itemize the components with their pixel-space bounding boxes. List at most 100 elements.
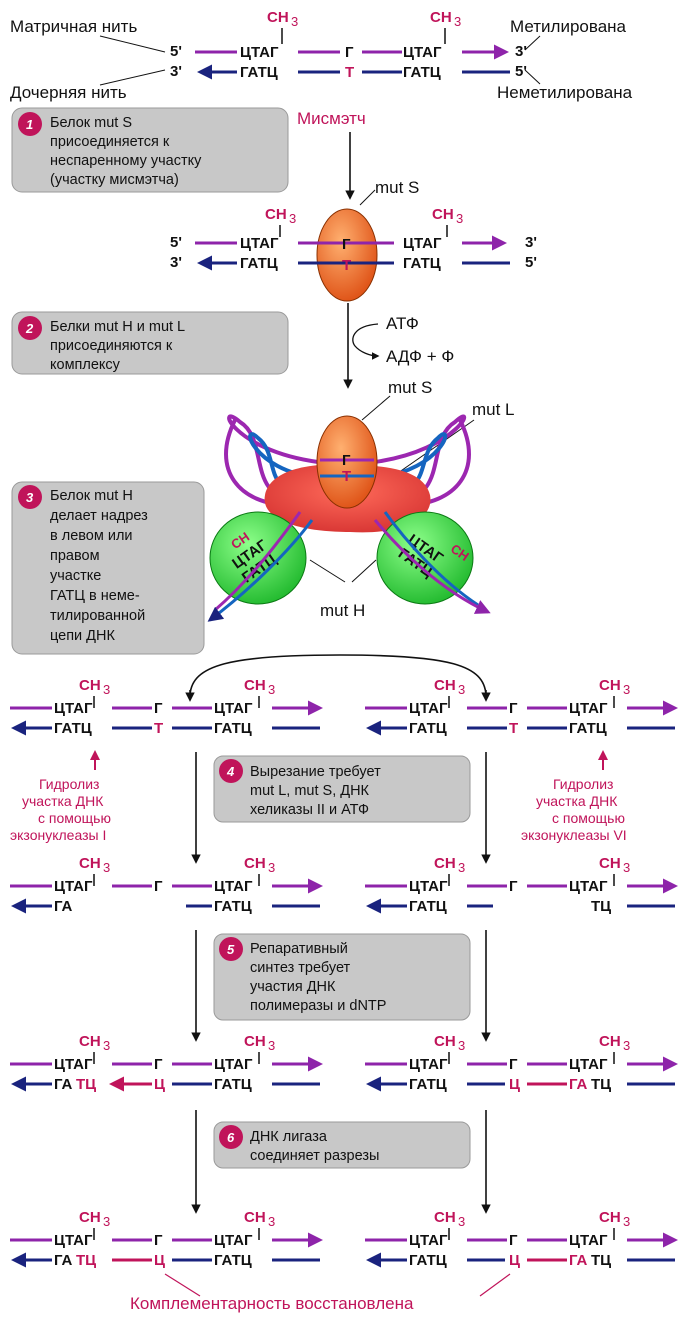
step-number: 4 [226,764,235,779]
five-prime-end: 5' [170,234,182,251]
ch3-label: CH [434,1209,456,1226]
mutH-label: mut H [320,601,365,620]
seq-tc-new: ТЦ [76,1252,96,1269]
ch3-label: CH [434,677,456,694]
three-prime-end: 3' [170,254,182,271]
methyl-group: CH 3 [265,206,296,237]
base-g: Г [509,1056,518,1073]
base-g: Г [154,700,163,717]
unmethylated-label: Неметилирована [497,83,633,102]
methyl-group: CH 3 [267,9,298,44]
atp-arrow: АТФ АДФ + Ф [343,303,454,389]
daughter-strand-label: Дочерняя нить [10,83,127,102]
ch3-subscript: 3 [291,14,298,29]
methylated-label: Метилирована [510,17,627,36]
three-prime-end: 3' [170,63,182,80]
seq-ctag: ЦТАГ [214,1056,253,1073]
step-line: присоединяются к [50,338,173,354]
step-number: 6 [227,1130,235,1145]
seq-gatc: ГАТЦ [214,720,252,737]
step-line: Вырезание требует [250,764,381,780]
step-line: присоединяется к [50,134,170,150]
repaired-base-c: Ц [154,1252,165,1269]
seq-gatc: ГАТЦ [240,64,278,81]
ch3-subscript: 3 [458,1038,465,1053]
step-line: участке [50,568,101,584]
step-line: хеликазы II и АТФ [250,802,369,818]
ch3-subscript: 3 [103,1038,110,1053]
ch3-label: CH [79,677,101,694]
ch3-label: CH [265,206,287,223]
mutS-label: mut S [375,178,419,197]
restored-label: Комплементарность восстановлена [130,1294,414,1313]
step-line: участия ДНК [250,979,336,995]
seq-gatc: ГАТЦ [403,255,441,272]
step-line: ГАТЦ в неме- [50,588,140,604]
mutL-label: mut L [472,400,515,419]
ch3-label: CH [244,677,266,694]
pointer-line [99,69,166,86]
step-line: делает надрез [50,508,148,524]
ch3-subscript: 3 [458,682,465,697]
ch3-label: CH [430,9,452,26]
step-line: синтез требует [250,960,351,976]
seq-gatc: ГАТЦ [409,720,447,737]
ch3-subscript: 3 [458,1214,465,1229]
seq-ga-new: ГА [569,1252,588,1269]
step-line: неспаренному участку [50,153,202,169]
ch3-subscript: 3 [458,860,465,875]
step-number: 5 [227,942,235,957]
split-brace [189,654,487,696]
base-g: Г [154,878,163,895]
step-1-box: 1 Белок mut S присоединяется к неспаренн… [11,107,289,193]
step-line: ДНК лигаза [250,1129,328,1145]
seq-gatc: ГАТЦ [214,1076,252,1093]
step-line: Белки mut H и mut L [50,319,185,335]
base-g: Г [509,878,518,895]
ch3-subscript: 3 [103,1214,110,1229]
ch3-label: CH [79,1209,101,1226]
seq-ctag: ЦТАГ [409,1056,448,1073]
step-number: 3 [26,490,34,505]
seq-gatc: ГАТЦ [214,898,252,915]
ch3-subscript: 3 [454,14,461,29]
hydrolysis-line: с помощью [38,810,111,826]
repaired-base-c: Ц [509,1076,520,1093]
seq-gatc: ГАТЦ [214,1252,252,1269]
ch3-label: CH [79,1033,101,1050]
hydrolysis-line: с помощью [552,810,625,826]
ch3-label: CH [244,1209,266,1226]
seq-ctag: ЦТАГ [409,700,448,717]
header-section: Матричная нить Дочерняя нить Метилирован… [10,9,633,128]
step-5-box: 5 Репаративный синтез требует участия ДН… [213,933,471,1021]
ch3-subscript: 3 [623,682,630,697]
seq-ctag: ЦТАГ [240,235,279,252]
ch3-subscript: 3 [623,860,630,875]
ch3-subscript: 3 [623,1038,630,1053]
seq-ctag: ЦТАГ [54,700,93,717]
three-prime-end: 3' [525,234,537,251]
seq-gatc: ГАТЦ [409,1252,447,1269]
pointer-line [99,35,166,53]
seq-gatc: ГАТЦ [569,720,607,737]
ch3-label: CH [244,1033,266,1050]
mismatch-label: Мисмэтч [297,109,366,128]
ch3-label: CH [599,1209,621,1226]
step-line: тилированной [50,608,145,624]
seq-ctag: ЦТАГ [569,700,608,717]
seq-gatc: ГАТЦ [54,720,92,737]
seq-ctag: ЦТАГ [54,1056,93,1073]
seq-ga: ГА [54,1076,73,1093]
ch3-label: CH [599,1033,621,1050]
ch3-label: CH [434,855,456,872]
seq-ctag: ЦТАГ [569,878,608,895]
methyl-group: CH 3 [432,206,463,237]
ch3-label: CH [267,9,289,26]
seq-ctag: ЦТАГ [54,878,93,895]
hydrolysis-line: Гидролиз [553,776,613,792]
hydrolysis-line: экзонуклеазы VI [521,827,627,843]
step-line: полимеразы и dNTP [250,998,386,1014]
step-number: 2 [25,321,34,336]
mutS-protein [316,415,378,509]
